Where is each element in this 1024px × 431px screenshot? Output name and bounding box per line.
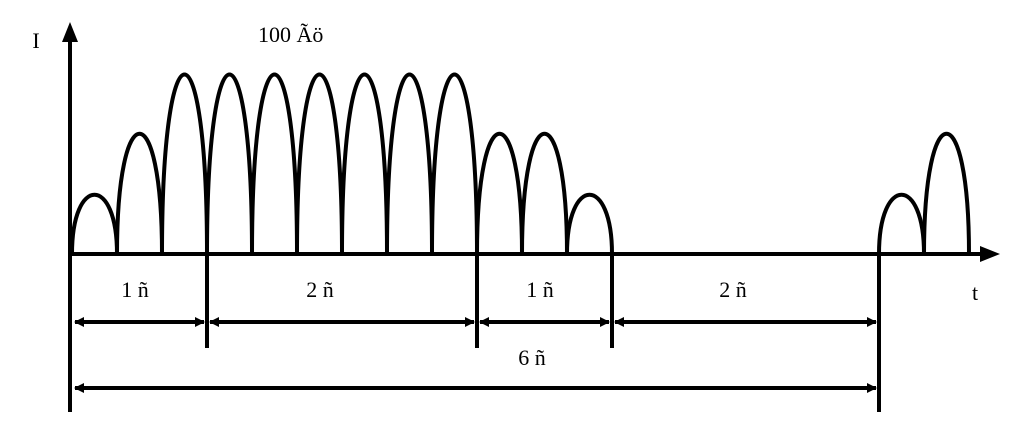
phase-label-4: 2 ñ [719,277,747,302]
pulse-phase1-2 [115,131,164,255]
x-axis-label: t [972,280,978,305]
y-axis-arrowhead [62,22,78,42]
phase-dimensions [74,317,877,393]
phase-label-3: 1 ñ [526,277,554,302]
y-axis-label: I [32,28,39,53]
pulse-phase3-1 [475,131,524,255]
pulse-phase2-3 [295,72,344,255]
phase-label-2: 2 ñ [306,277,334,302]
pulse-repeat-2 [922,131,971,255]
pulse-phase3-3 [565,193,614,255]
pulse-repeat-1 [877,193,926,255]
pulse-phase3-2 [520,131,569,255]
pulse-phase2-1 [205,72,254,255]
pulse-phase2-6 [430,72,479,255]
phase-label-1: 1 ñ [121,277,149,302]
pulse-phase2-4 [340,72,389,255]
pulse-train [70,72,971,255]
pulse-phase2-5 [385,72,434,255]
pulse-phase1-3 [160,72,209,255]
pulse-phase2-2 [250,72,299,255]
phase-boundaries [205,254,881,412]
frequency-label: 100 Ãö [258,22,323,47]
total-period-label: 6 ñ [518,345,546,370]
x-axis-arrowhead [980,246,1000,262]
pulse-phase1-1 [70,193,119,255]
